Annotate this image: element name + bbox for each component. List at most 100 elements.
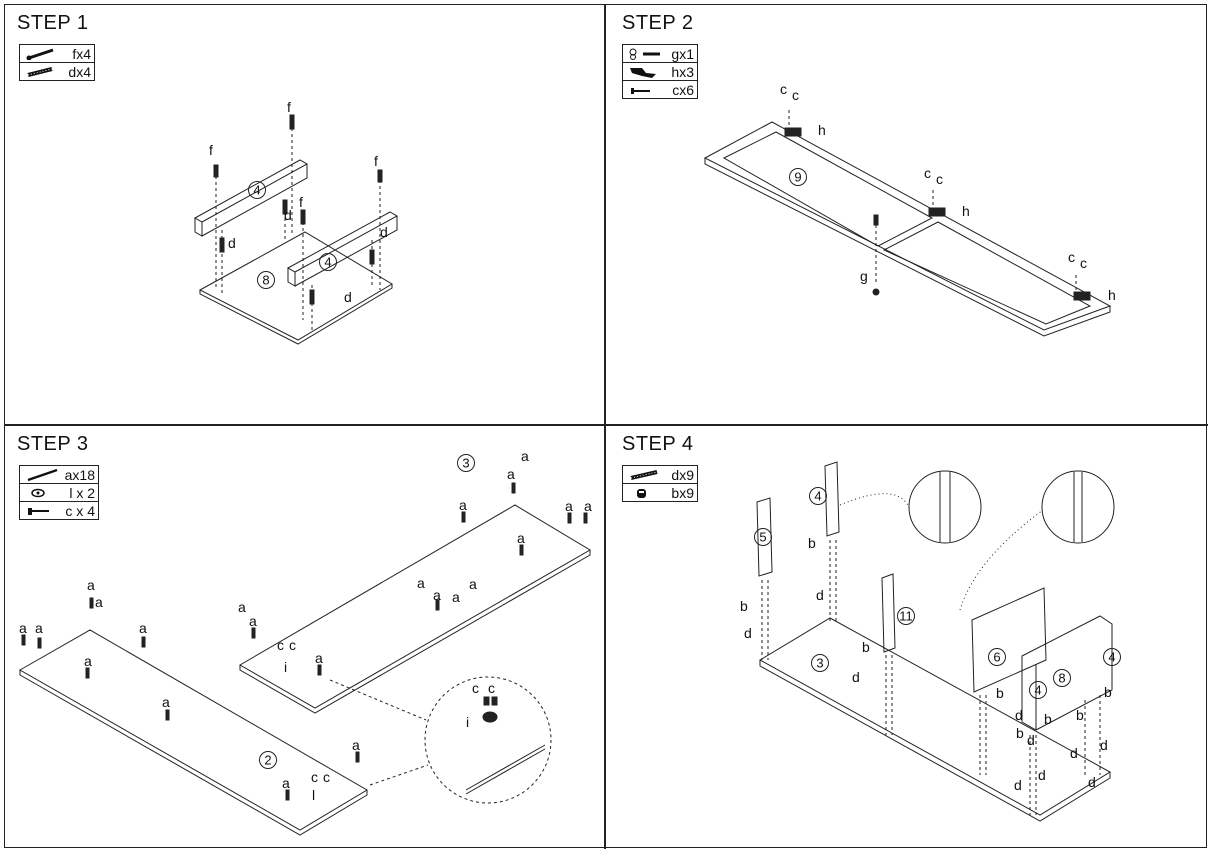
callout-label: d: [228, 235, 236, 251]
callout-label: d: [816, 587, 824, 603]
callout-label: a: [139, 620, 147, 636]
guide-lines: [215, 128, 381, 332]
part-number-circle: [248, 181, 266, 199]
callout-label: a: [95, 594, 103, 610]
legend-row: gx1: [623, 45, 697, 63]
callout-label: d: [1100, 737, 1108, 753]
legend-label: c x 4: [65, 502, 95, 519]
part-number-circle: [988, 648, 1006, 666]
part-number: 6: [993, 650, 1000, 665]
callout-label: c: [277, 637, 284, 653]
door-panel-left: [722, 131, 934, 247]
side-panel-11: [881, 573, 896, 653]
callout-label: h: [1108, 287, 1116, 303]
callout-label: a: [417, 575, 425, 591]
part-number: 3: [462, 456, 469, 471]
callout-label: a: [517, 530, 525, 546]
callout-label: c: [289, 637, 296, 653]
board-3: [239, 504, 591, 714]
callout-label: a: [352, 737, 360, 753]
legend-row: cx6: [623, 81, 697, 98]
step-3-title: STEP 3: [17, 433, 89, 455]
step-4-title: STEP 4: [622, 433, 694, 455]
callout-label: b: [996, 685, 1004, 701]
part-number-circle: [809, 487, 827, 505]
part-number: 4: [253, 183, 260, 198]
part-number-circle: [319, 253, 337, 271]
hinge-icon: [630, 67, 656, 78]
legend-row: c x 4: [20, 502, 98, 519]
door-frame-9: [703, 121, 1112, 337]
callout-label: c: [924, 165, 931, 181]
part-number-circle: [1029, 681, 1047, 699]
small-screw-icon: [28, 507, 49, 515]
part-number: 8: [1058, 671, 1065, 686]
part-number: 4: [1108, 650, 1115, 665]
hinge-plate-icon: [31, 488, 45, 497]
board-2: [18, 629, 368, 836]
step-2-parts-legend: gx1 hx3 cx6: [622, 44, 698, 99]
callout-label: a: [19, 620, 27, 636]
part-number-circle: [754, 528, 772, 546]
divider-vertical: [604, 4, 606, 849]
panel-8: [1021, 615, 1113, 731]
callout-label: a: [84, 653, 92, 669]
callout-label: b: [1044, 711, 1052, 727]
part-number: 4: [324, 255, 331, 270]
board-8: [198, 231, 393, 345]
small-screw-icon: [631, 87, 650, 94]
callout-label: l: [312, 787, 315, 803]
part-number: 8: [262, 273, 269, 288]
part-number-circle: [259, 751, 277, 769]
callout-label: c: [780, 81, 787, 97]
callout-label: a: [433, 587, 441, 603]
rail-4b: [286, 211, 399, 287]
part-number-circle: [789, 168, 807, 186]
step-3-drawing: [18, 482, 591, 836]
detail-magnifier-2: [1041, 470, 1115, 544]
callout-label: c: [1080, 255, 1087, 271]
long-screw-icon: [27, 468, 58, 481]
legend-row: ax18: [20, 466, 98, 484]
legend-label: bx9: [671, 484, 694, 501]
callout-label: c: [311, 769, 318, 785]
divider-horizontal: [4, 424, 1208, 426]
legend-label: fx4: [72, 45, 91, 62]
step-4-parts-legend: dx9 bx9: [622, 465, 698, 502]
panel-6: [971, 587, 1047, 693]
part-number: 2: [264, 753, 271, 768]
callout-label: a: [452, 589, 460, 605]
legend-label: gx1: [671, 45, 694, 62]
instruction-sheet: [4, 4, 1207, 848]
legend-label: l x 2: [69, 484, 95, 501]
board-3-base: [758, 617, 1111, 822]
dowel-icon: [630, 469, 658, 480]
part-number: 4: [814, 489, 821, 504]
callout-label: c: [1068, 249, 1075, 265]
legend-label: dx9: [671, 466, 694, 483]
part-number-circle: [811, 654, 829, 672]
callout-label: a: [87, 577, 95, 593]
dowel-icon: [27, 66, 53, 77]
callout-label: d: [1070, 745, 1078, 761]
legend-row: l x 2: [20, 484, 98, 502]
step-1-drawing: [193, 114, 399, 345]
callout-label: c: [792, 87, 799, 103]
callout-label: d: [1015, 707, 1023, 723]
callout-label: b: [1016, 725, 1024, 741]
part-number-circle: [1053, 669, 1071, 687]
legend-row: dx4: [20, 63, 94, 80]
callout-label: b: [1076, 707, 1084, 723]
part-number: 4: [1034, 683, 1041, 698]
step-3-parts-legend: ax18 l x 2 c x 4: [19, 465, 99, 520]
callout-label: a: [282, 775, 290, 791]
step-4-drawing: [756, 461, 1115, 822]
callout-label: a: [521, 448, 529, 464]
callout-label: d: [1088, 774, 1096, 790]
cam-lock-icon: [637, 488, 646, 498]
callout-label: c: [488, 680, 495, 696]
part-number: 3: [816, 656, 823, 671]
callout-label: d: [1027, 732, 1035, 748]
